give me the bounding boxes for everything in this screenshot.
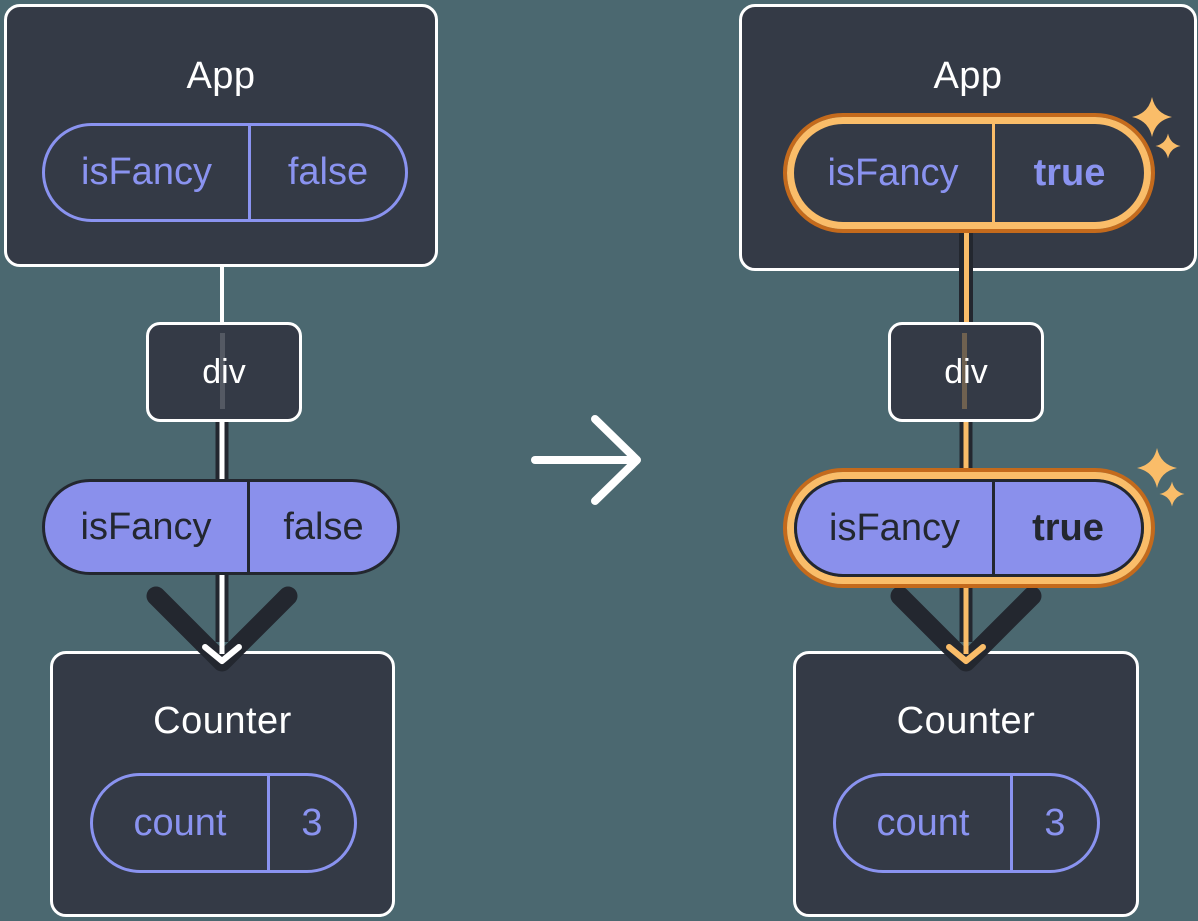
prop-flow-core-line (963, 232, 969, 323)
pass-through-line (220, 333, 225, 409)
counter-state-pill-before: count 3 (90, 773, 357, 873)
prop-pill-after-highlighted: isFancy true (783, 468, 1155, 588)
state-pill-name: count (133, 801, 227, 844)
prop-pill-name: isFancy (80, 505, 212, 548)
pass-through-line (962, 333, 967, 409)
state-pill-name: isFancy (827, 151, 959, 194)
state-pill-name: isFancy (81, 151, 212, 193)
state-pill-value: 3 (1010, 776, 1097, 870)
prop-pill-name: isFancy (829, 506, 960, 549)
transition-arrow-icon (531, 415, 641, 505)
tree-connector-app-div-after (959, 232, 973, 323)
app-state-pill-after-highlighted: isFancy true (783, 113, 1155, 233)
counter-state-pill-after: count 3 (833, 773, 1100, 873)
app-title: App (933, 55, 1003, 97)
counter-title: Counter (896, 700, 1036, 742)
highlight-ring: isFancy true (787, 117, 1151, 229)
sparkles-icon (1137, 448, 1185, 507)
app-title: App (186, 55, 256, 97)
div-label: div (202, 352, 246, 391)
prop-pill-before: isFancy false (42, 479, 400, 575)
state-pill-value: false (248, 126, 405, 219)
highlight-ring: isFancy true (787, 472, 1151, 584)
sparkles-icon (1132, 97, 1181, 159)
state-pill-value: true (992, 124, 1144, 222)
app-state-pill-before: isFancy false (42, 123, 408, 222)
counter-title: Counter (153, 700, 292, 742)
prop-pill-value: false (247, 482, 397, 572)
div-node-before: div (146, 322, 302, 422)
state-pill-value: 3 (267, 776, 354, 870)
div-node-after: div (888, 322, 1044, 422)
div-label: div (944, 352, 988, 391)
tree-connector-app-div-before (220, 264, 224, 324)
state-pill-name: count (876, 801, 970, 844)
prop-pill-value: true (992, 482, 1141, 574)
